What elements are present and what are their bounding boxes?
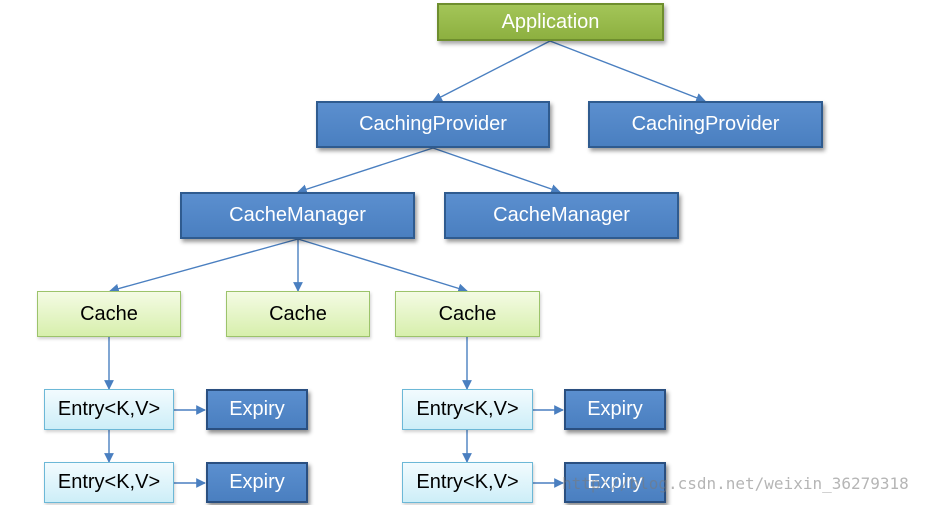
- entry-node-2: Entry<K,V>: [44, 462, 174, 503]
- entry-node-3: Entry<K,V>: [402, 389, 533, 430]
- expiry-node-2: Expiry: [206, 462, 308, 503]
- caching-provider-node-1: CachingProvider: [316, 101, 550, 148]
- expiry-node-1: Expiry: [206, 389, 308, 430]
- watermark-text: http://blog.csdn.net/weixin_36279318: [562, 474, 909, 493]
- application-node: Application: [437, 3, 664, 41]
- expiry-node-4: Expiry: [564, 462, 666, 503]
- cache-node-1: Cache: [37, 291, 181, 337]
- cache-node-3: Cache: [395, 291, 540, 337]
- expiry-node-3: Expiry: [564, 389, 666, 430]
- edge-application-provider-1: [432, 40, 551, 102]
- cache-node-2: Cache: [226, 291, 370, 337]
- cache-manager-node-2: CacheManager: [444, 192, 679, 239]
- entry-node-1: Entry<K,V>: [44, 389, 174, 430]
- cache-manager-node-1: CacheManager: [180, 192, 415, 239]
- caching-provider-node-2: CachingProvider: [588, 101, 823, 148]
- edge-provider-manager-2: [432, 147, 561, 194]
- edge-provider-manager-1: [297, 147, 434, 194]
- edge-manager-cache-3: [297, 238, 468, 294]
- edge-application-provider-2: [549, 40, 706, 103]
- edge-manager-cache-1: [109, 238, 299, 294]
- entry-node-4: Entry<K,V>: [402, 462, 533, 503]
